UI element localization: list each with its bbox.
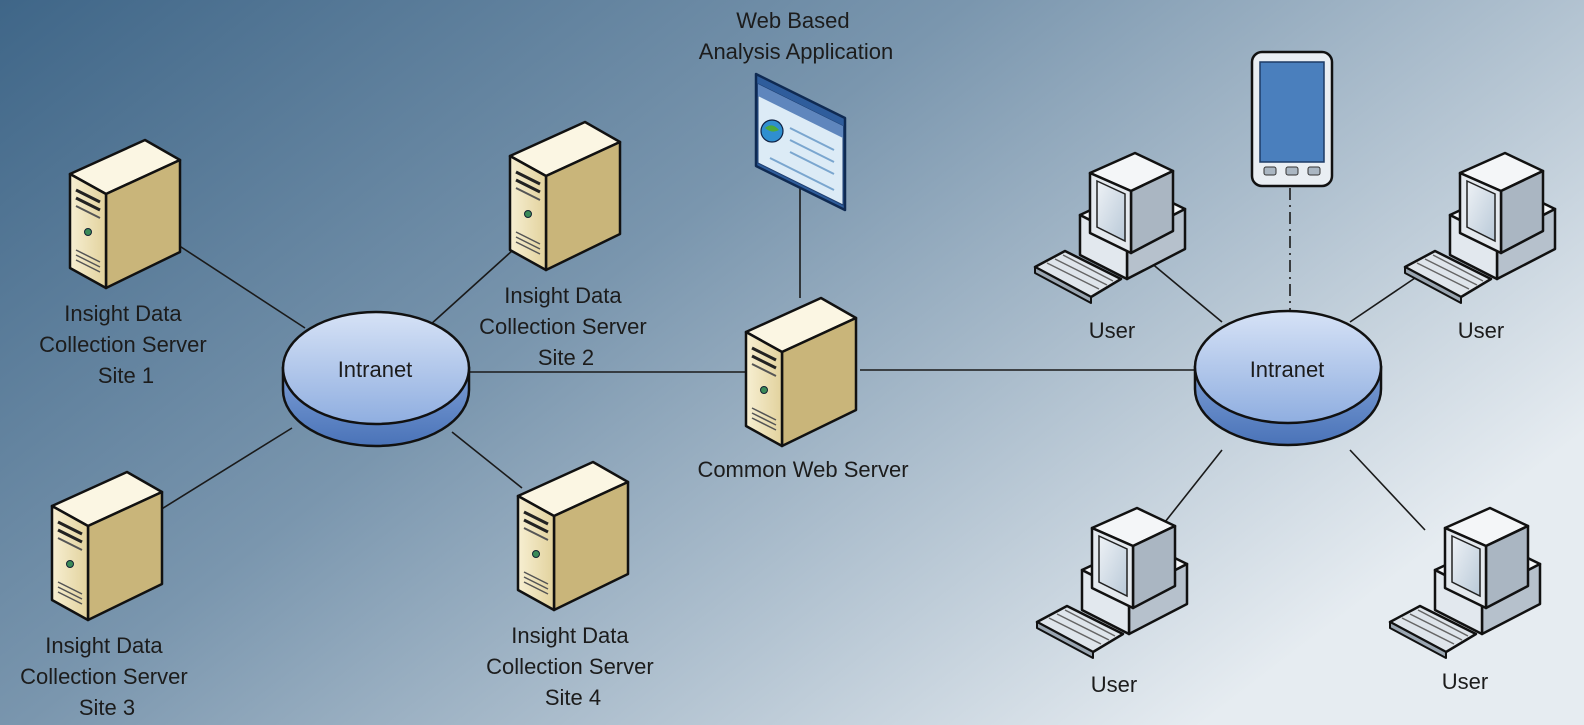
user-top-left-label: User xyxy=(1089,318,1135,343)
server-site2-label: Insight Data Collection Server Site 2 xyxy=(479,283,653,370)
server-site4-line1: Insight Data xyxy=(511,623,629,648)
user-bottom-right-label: User xyxy=(1442,669,1488,694)
common-web-server-label: Common Web Server xyxy=(697,457,908,482)
server-site1-line3: Site 1 xyxy=(98,363,154,388)
intranet-hub-right-label: Intranet xyxy=(1250,357,1325,382)
link-user-bl xyxy=(1164,449,1223,523)
intranet-hub-left-label: Intranet xyxy=(338,357,413,382)
server-site2-line1: Insight Data xyxy=(504,283,622,308)
tablet-icon xyxy=(1250,50,1334,188)
server-site3-line1: Insight Data xyxy=(45,633,163,658)
web-app-label-line2: Analysis Application xyxy=(699,39,893,64)
server-site4-label: Insight Data Collection Server Site 4 xyxy=(486,623,660,710)
link-user-tr xyxy=(1349,277,1416,323)
connection-lines xyxy=(159,180,1426,531)
link-user-tl xyxy=(1149,261,1223,323)
web-app-label-line1: Web Based xyxy=(736,8,849,33)
link-site2 xyxy=(429,249,514,326)
server-site1-line2: Collection Server xyxy=(39,332,207,357)
server-site4-line3: Site 4 xyxy=(545,685,601,710)
server-site2-line2: Collection Server xyxy=(479,314,647,339)
browser-window-icon xyxy=(754,72,847,212)
server-site3-line2: Collection Server xyxy=(20,664,188,689)
user-top-right-label: User xyxy=(1458,318,1504,343)
server-site1-line1: Insight Data xyxy=(64,301,182,326)
server-site3-line3: Site 3 xyxy=(79,695,135,720)
link-site4 xyxy=(451,431,523,489)
web-app-label: Web Based Analysis Application xyxy=(699,8,893,64)
link-user-br xyxy=(1349,449,1426,531)
server-site3-label: Insight Data Collection Server Site 3 xyxy=(20,633,194,720)
server-site2-line3: Site 2 xyxy=(538,345,594,370)
server-site4-line2: Collection Server xyxy=(486,654,654,679)
link-site3 xyxy=(159,427,293,511)
user-bottom-left-label: User xyxy=(1091,672,1137,697)
server-site1-label: Insight Data Collection Server Site 1 xyxy=(39,301,213,388)
link-site1 xyxy=(177,244,306,329)
